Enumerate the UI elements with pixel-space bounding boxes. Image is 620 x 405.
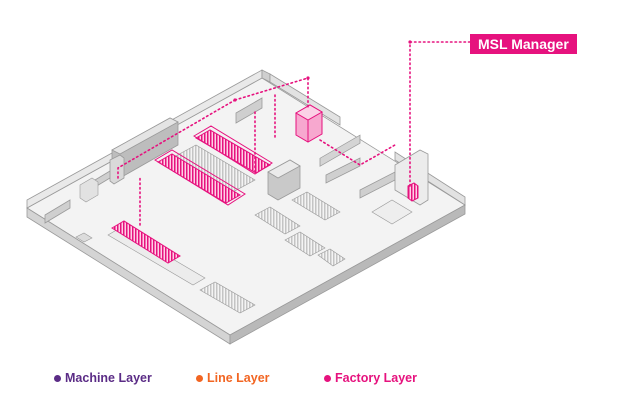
partition-walls [44,97,429,224]
legend-machine-layer: Machine Layer [54,371,152,385]
storage-block [109,117,301,201]
legend-factory-dot [324,374,331,382]
legend-line-layer: Line Layer [196,371,270,385]
msl-manager-label: MSL Manager [470,34,577,54]
legend-machine-label: Machine Layer [65,371,152,385]
connection-lines [117,41,471,226]
legend-machine-dot [54,374,61,382]
grey-machine-lines [75,144,413,314]
legend-line-label: Line Layer [207,371,270,385]
connection-nodes [233,40,412,102]
legend-factory-layer: Factory Layer [324,371,417,385]
legend-line-dot [196,374,203,382]
highlighted-machine-lines [111,125,419,264]
server-rack-icon [295,104,323,143]
legend-factory-label: Factory Layer [335,371,417,385]
